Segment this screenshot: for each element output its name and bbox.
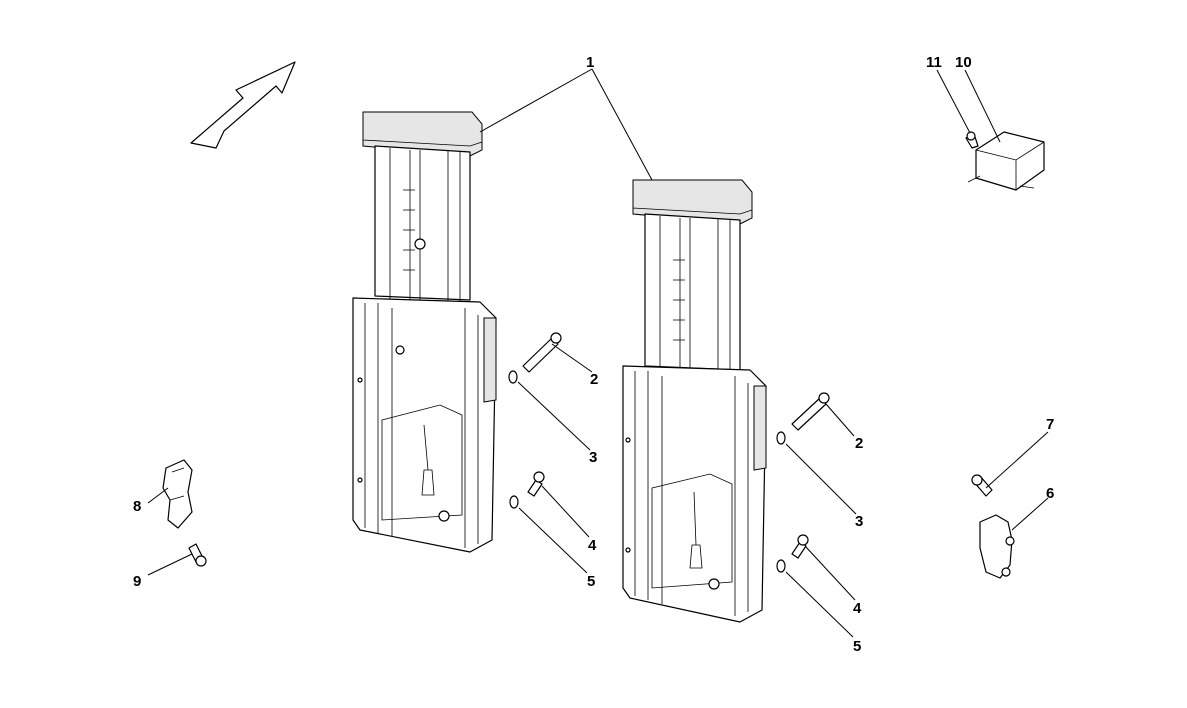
callout-8: 8 — [133, 498, 141, 515]
callout-4-left: 4 — [588, 537, 597, 554]
callout-1: 1 — [586, 54, 594, 71]
callout-labels: 1 2 3 4 5 2 3 4 5 6 7 8 9 10 11 — [133, 54, 1054, 655]
callout-5-left: 5 — [587, 573, 595, 590]
washer-left-upper — [508, 370, 518, 384]
sensor-left — [162, 459, 193, 529]
screw-left — [188, 543, 207, 567]
callout-3-right: 3 — [855, 513, 863, 530]
callout-10: 10 — [955, 54, 972, 71]
height-adjuster-left — [352, 111, 497, 553]
bolt-short-left — [527, 471, 545, 497]
bolt-short-right — [791, 534, 809, 559]
washer-right-lower — [776, 559, 786, 573]
washer-right-upper — [776, 431, 786, 445]
washer-left-lower — [509, 495, 519, 509]
callout-9: 9 — [133, 573, 141, 590]
leader-lines — [147, 68, 1049, 638]
callout-11: 11 — [926, 54, 942, 71]
screw-control-unit — [965, 131, 979, 149]
sensor-right — [979, 514, 1015, 579]
direction-arrow-icon — [190, 61, 296, 149]
callout-5-right: 5 — [853, 638, 861, 655]
bolt-long-right — [791, 392, 830, 431]
callout-3-left: 3 — [589, 449, 597, 466]
bolt-long-left — [522, 332, 562, 373]
callout-7: 7 — [1046, 416, 1054, 433]
callout-6: 6 — [1046, 485, 1054, 502]
screw-right — [971, 474, 993, 497]
callout-2-right: 2 — [855, 435, 863, 452]
callout-4-right: 4 — [853, 600, 862, 617]
height-adjuster-right — [622, 179, 767, 623]
callout-2-left: 2 — [590, 371, 598, 388]
control-unit — [967, 131, 1045, 191]
